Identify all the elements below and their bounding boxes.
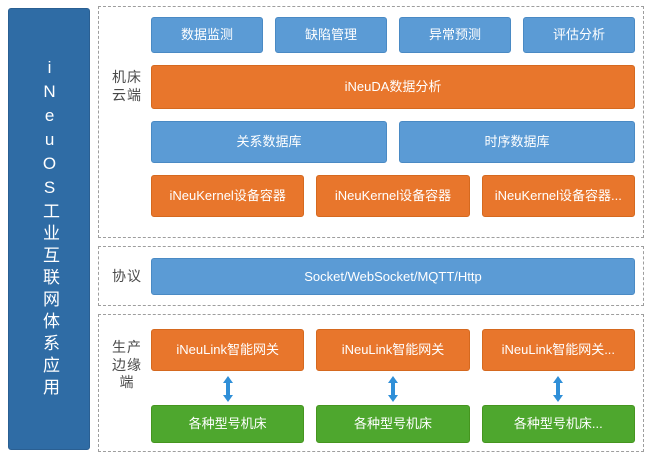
section-edge-label: 生产边缘端 xyxy=(112,339,142,390)
arrow-cell-2 xyxy=(316,375,469,403)
section-protocol-label: 协议 xyxy=(112,268,142,284)
arrow-cell-1 xyxy=(151,375,304,403)
ineukernel-container-box-1[interactable]: iNeuKernel设备容器 xyxy=(151,175,305,217)
system-title-text: iNeuOS工业互联网体系应用 xyxy=(40,58,60,400)
edge-gateway-row: iNeuLink智能网关 iNeuLink智能网关 iNeuLink智能网关..… xyxy=(151,329,635,371)
section-protocol-body: Socket/WebSocket/MQTT/Http xyxy=(151,247,635,305)
section-cloud-body: 数据监测 缺陷管理 异常预测 评估分析 iNeuDA数据分析 关系数据库 时序数… xyxy=(151,7,635,237)
edge-arrows-row xyxy=(151,375,635,403)
ineulink-gateway-box-2[interactable]: iNeuLink智能网关 xyxy=(316,329,470,371)
layers-container: 机床云端 数据监测 缺陷管理 异常预测 评估分析 iNeuDA数据分析 关系数据… xyxy=(98,6,644,452)
system-title-panel: iNeuOS工业互联网体系应用 xyxy=(8,8,90,450)
arrow-cell-3 xyxy=(482,375,635,403)
section-edge-body: iNeuLink智能网关 iNeuLink智能网关 iNeuLink智能网关..… xyxy=(151,315,635,451)
cloud-database-row: 关系数据库 时序数据库 xyxy=(151,121,635,163)
edge-machine-row: 各种型号机床 各种型号机床 各种型号机床... xyxy=(151,405,635,443)
double-arrow-icon xyxy=(553,376,564,402)
double-arrow-icon xyxy=(222,376,233,402)
ineulink-gateway-box-3[interactable]: iNeuLink智能网关... xyxy=(481,329,635,371)
cloud-container-row: iNeuKernel设备容器 iNeuKernel设备容器 iNeuKernel… xyxy=(151,175,635,217)
section-edge: 生产边缘端 iNeuLink智能网关 iNeuLink智能网关 iNeuLink… xyxy=(98,314,644,452)
protocol-row: Socket/WebSocket/MQTT/Http xyxy=(151,258,635,295)
section-cloud-label: 机床云端 xyxy=(112,69,142,103)
protocol-box[interactable]: Socket/WebSocket/MQTT/Http xyxy=(151,258,635,295)
ineulink-gateway-box-1[interactable]: iNeuLink智能网关 xyxy=(151,329,305,371)
app-box-anomaly-prediction[interactable]: 异常预测 xyxy=(399,17,511,53)
section-cloud: 机床云端 数据监测 缺陷管理 异常预测 评估分析 iNeuDA数据分析 关系数据… xyxy=(98,6,644,238)
section-protocol: 协议 Socket/WebSocket/MQTT/Http xyxy=(98,246,644,306)
cloud-apps-row: 数据监测 缺陷管理 异常预测 评估分析 xyxy=(151,17,635,53)
machine-tool-box-1[interactable]: 各种型号机床 xyxy=(151,405,305,443)
ineukernel-container-box-2[interactable]: iNeuKernel设备容器 xyxy=(316,175,470,217)
ineukernel-container-box-3[interactable]: iNeuKernel设备容器... xyxy=(481,175,635,217)
timeseries-database-box[interactable]: 时序数据库 xyxy=(399,121,635,163)
cloud-analysis-row: iNeuDA数据分析 xyxy=(151,65,635,109)
ineuda-analysis-box[interactable]: iNeuDA数据分析 xyxy=(151,65,635,109)
relational-database-box[interactable]: 关系数据库 xyxy=(151,121,387,163)
app-box-evaluation-analysis[interactable]: 评估分析 xyxy=(523,17,635,53)
app-box-defect-management[interactable]: 缺陷管理 xyxy=(275,17,387,53)
machine-tool-box-3[interactable]: 各种型号机床... xyxy=(481,405,635,443)
app-box-data-monitoring[interactable]: 数据监测 xyxy=(151,17,263,53)
double-arrow-icon xyxy=(387,376,398,402)
machine-tool-box-2[interactable]: 各种型号机床 xyxy=(316,405,470,443)
